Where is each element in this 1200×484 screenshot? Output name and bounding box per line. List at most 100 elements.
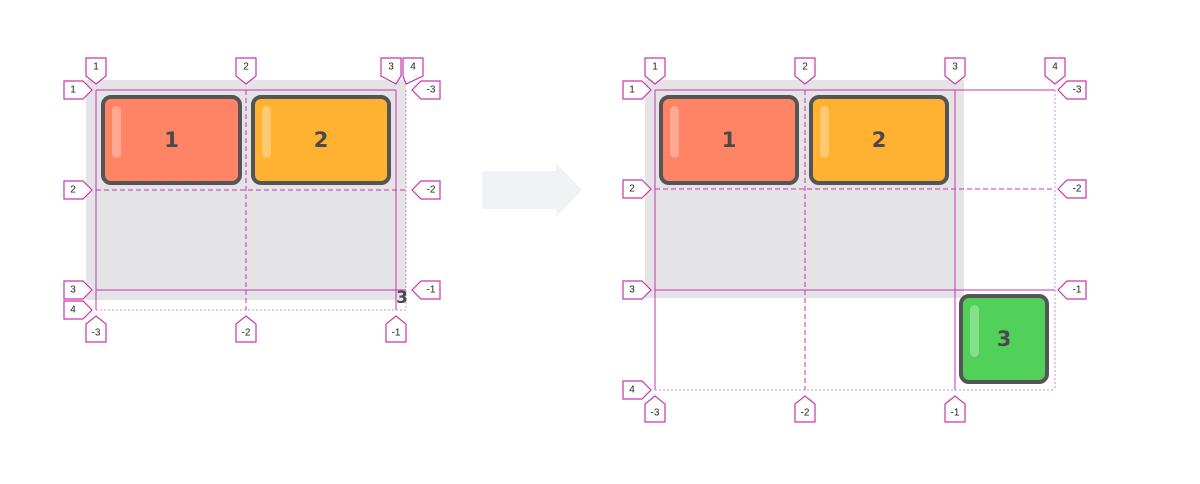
after-left-line-tag-1-text: 1 [629, 85, 635, 96]
before-item-2-highlight [262, 106, 271, 158]
after-right-line-tag-3: -1 [1057, 280, 1087, 300]
after-bottom-line-tag-2: -2 [794, 395, 816, 423]
after-right-line-tag-1: -3 [1057, 80, 1087, 100]
after-left-line-tag-2: 2 [622, 179, 652, 199]
after-top-line-tag-3-shape [944, 57, 966, 85]
after-left-line-tag-3: 3 [622, 280, 652, 300]
after-left-line-tag-2-shape [622, 179, 652, 199]
after-left-line-tag-2-text: 2 [629, 184, 635, 195]
after-left-line-tag-3-text: 3 [629, 285, 635, 296]
before-right-line-tag-2: -2 [411, 180, 441, 200]
before-top-line-tag-2-shape [235, 57, 257, 85]
after-top-line-tag-1: 1 [644, 57, 666, 85]
before-bottom-line-tag-2: -2 [235, 315, 257, 343]
after-item-2 [809, 95, 949, 185]
after-item-2-label: 2 [872, 128, 887, 152]
before-right-line-tag-1-text: -3 [427, 85, 436, 96]
before-bottom-line-tag-3-shape [385, 315, 407, 343]
before-left-line-tag-2: 2 [63, 180, 93, 200]
after-bottom-line-tag-3-text: -1 [951, 408, 960, 419]
after-item-3-highlight [970, 305, 979, 357]
before-left-line-tag-4: 4 [63, 300, 93, 320]
after-left-line-tag-3-shape [622, 280, 652, 300]
before-top-line-tag-2-text: 2 [243, 62, 249, 73]
before-left-line-tag-1-shape [63, 80, 93, 100]
before-right-line-tag-3: -1 [411, 280, 441, 300]
after-bottom-line-tag-1-shape [644, 395, 666, 423]
before-item-2 [251, 95, 391, 185]
after-top-line-tag-1-shape [644, 57, 666, 85]
right-arrow-icon [482, 163, 582, 217]
before-right-line-tag-1: -3 [411, 80, 441, 100]
before-bottom-line-tag-3-text: -1 [392, 328, 401, 339]
before-left-line-tag-2-text: 2 [70, 185, 76, 196]
before-top-line-tag-4: 4 [402, 57, 424, 85]
before-left-line-tag-4-text: 4 [70, 305, 76, 316]
after-bottom-line-tag-1: -3 [644, 395, 666, 423]
before-top-line-tag-3-shape [380, 57, 402, 85]
after-top-line-tag-3-text: 3 [952, 62, 958, 73]
after-right-line-tag-2-text: -2 [1073, 184, 1082, 195]
after-top-line-tag-1-text: 1 [652, 62, 658, 73]
before-left-line-tag-4-shape [63, 300, 93, 320]
after-item-1 [659, 95, 799, 185]
before-top-line-tag-1-text: 1 [93, 62, 99, 73]
after-right-line-tag-2: -2 [1057, 179, 1087, 199]
before-top-line-tag-1-shape [85, 57, 107, 85]
before-top-line-tag-4-text: 4 [410, 62, 416, 73]
after-left-line-tag-4-text: 4 [629, 385, 635, 396]
after-right-line-tag-3-shape [1057, 280, 1087, 300]
before-item-1-highlight [112, 106, 121, 158]
after-right-line-tag-3-text: -1 [1073, 285, 1082, 296]
after-left-line-tag-1: 1 [622, 80, 652, 100]
before-item-2-label: 2 [314, 128, 329, 152]
after-top-line-tag-3: 3 [944, 57, 966, 85]
before-right-line-tag-3-shape [411, 280, 441, 300]
before-bottom-line-tag-3: -1 [385, 315, 407, 343]
before-top-line-tag-1: 1 [85, 57, 107, 85]
after-top-line-tag-2-text: 2 [802, 62, 808, 73]
before-bottom-line-tag-1-shape [85, 315, 107, 343]
after-bottom-line-tag-3-shape [944, 395, 966, 423]
after-top-line-tag-4-shape [1044, 57, 1066, 85]
before-top-line-tag-3: 3 [380, 57, 402, 85]
after-item-1-highlight [670, 106, 679, 158]
before-left-line-tag-1: 1 [63, 80, 93, 100]
after-bottom-line-tag-1-text: -3 [651, 408, 660, 419]
before-bottom-line-tag-2-shape [235, 315, 257, 343]
after-left-line-tag-4: 4 [622, 380, 652, 400]
after-bottom-line-tag-2-text: -2 [801, 408, 810, 419]
before-right-line-tag-2-text: -2 [427, 185, 436, 196]
after-bottom-line-tag-2-shape [794, 395, 816, 423]
before-top-line-tag-3-text: 3 [388, 62, 394, 73]
before-left-line-tag-3: 3 [63, 280, 93, 300]
before-overflow-item-3: 3 [396, 288, 408, 308]
after-item-3 [959, 294, 1049, 384]
after-right-line-tag-1-text: -3 [1073, 85, 1082, 96]
before-bottom-line-tag-1: -3 [85, 315, 107, 343]
after-left-line-tag-4-shape [622, 380, 652, 400]
after-item-3-label: 3 [997, 327, 1012, 351]
before-item-1 [101, 95, 242, 185]
after-top-line-tag-4: 4 [1044, 57, 1066, 85]
before-top-line-tag-4-shape [402, 57, 424, 85]
after-left-line-tag-1-shape [622, 80, 652, 100]
before-top-line-tag-2: 2 [235, 57, 257, 85]
after-top-line-tag-2-shape [794, 57, 816, 85]
before-item-1-label: 1 [164, 128, 179, 152]
after-bottom-line-tag-3: -1 [944, 395, 966, 423]
before-bottom-line-tag-1-text: -3 [92, 328, 101, 339]
after-right-line-tag-1-shape [1057, 80, 1087, 100]
before-left-line-tag-1-text: 1 [70, 85, 76, 96]
after-item-1-label: 1 [722, 128, 737, 152]
before-left-line-tag-3-shape [63, 280, 93, 300]
after-right-line-tag-2-shape [1057, 179, 1087, 199]
after-item-2-highlight [820, 106, 829, 158]
before-left-line-tag-3-text: 3 [70, 285, 76, 296]
before-left-line-tag-2-shape [63, 180, 93, 200]
before-bottom-line-tag-2-text: -2 [242, 328, 251, 339]
after-top-line-tag-4-text: 4 [1052, 62, 1058, 73]
before-right-line-tag-2-shape [411, 180, 441, 200]
before-right-line-tag-1-shape [411, 80, 441, 100]
